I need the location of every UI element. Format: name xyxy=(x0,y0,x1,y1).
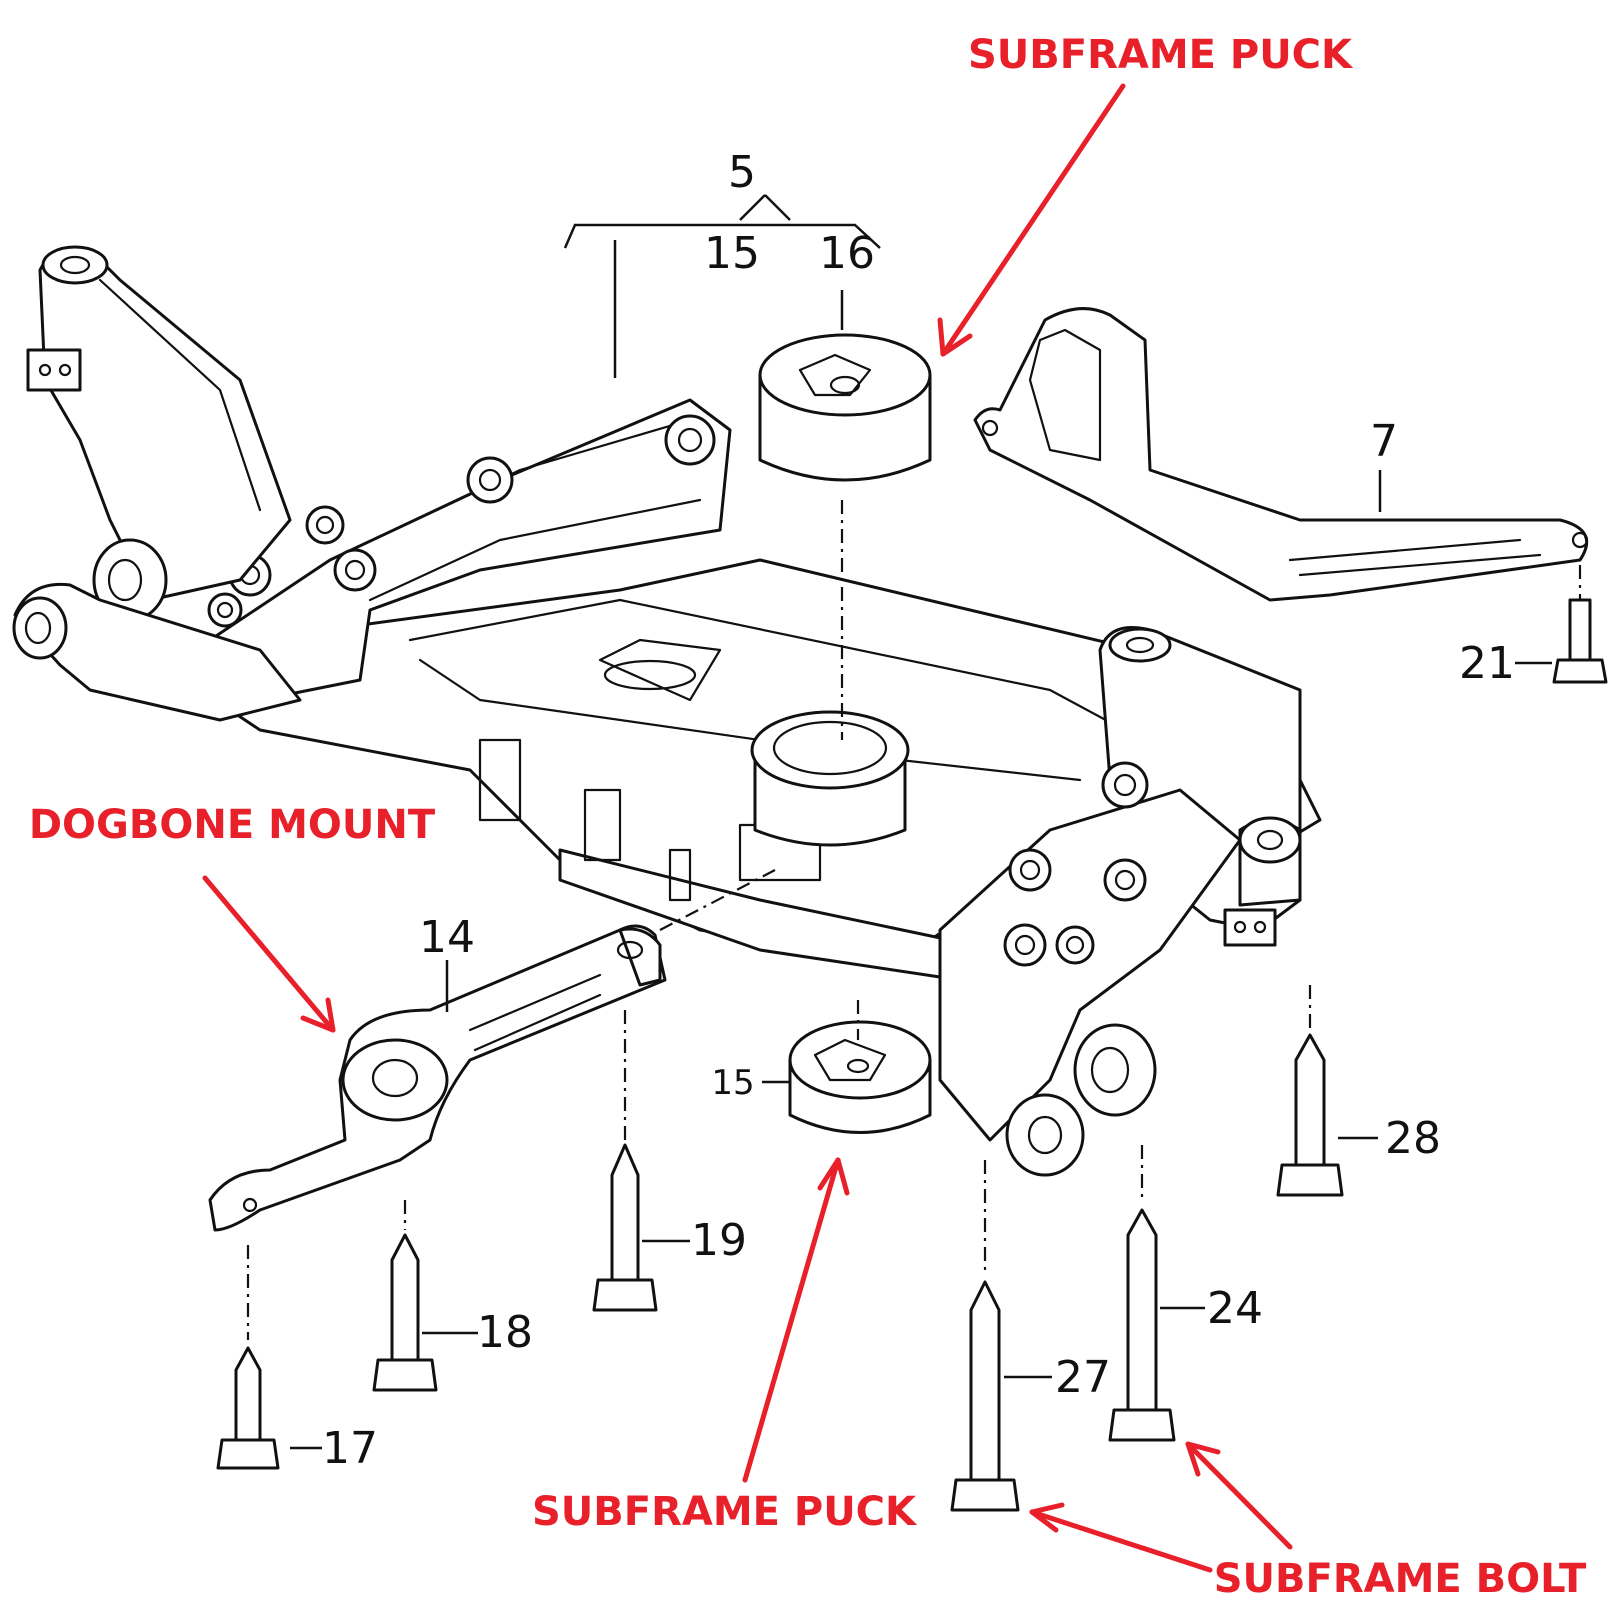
bolt-21 xyxy=(1515,565,1608,684)
callout-dogbone-mount: DOGBONE MOUNT xyxy=(29,802,436,1033)
arrow-icon xyxy=(742,1157,841,1483)
lower-subframe-puck xyxy=(762,1000,932,1134)
front-brace xyxy=(973,307,1589,602)
arrowhead-icon xyxy=(1029,1502,1065,1533)
callout-subframe-puck-bottom: SUBFRAME PUCK xyxy=(532,1157,918,1535)
bolt-27 xyxy=(950,1160,1052,1512)
arrowhead-icon xyxy=(937,317,973,357)
arrowhead-icon xyxy=(300,997,336,1033)
label-part-14: 14 xyxy=(419,912,475,963)
dogbone-mount xyxy=(208,869,776,1232)
label-part-7: 7 xyxy=(1370,416,1398,467)
arrow-icon xyxy=(202,875,336,1033)
label-part-18: 18 xyxy=(477,1307,533,1358)
bolt-24 xyxy=(1108,1145,1205,1442)
callout-text-subframe-puck-bottom: SUBFRAME PUCK xyxy=(532,1489,918,1535)
upper-subframe-puck xyxy=(758,333,932,740)
bolt-19 xyxy=(592,1010,690,1312)
subframe-bracket xyxy=(563,194,881,378)
bolt-17 xyxy=(216,1245,322,1470)
callout-subframe-puck-top: SUBFRAME PUCK xyxy=(937,32,1354,357)
label-part-24: 24 xyxy=(1207,1283,1263,1334)
callout-text-dogbone-mount: DOGBONE MOUNT xyxy=(29,802,436,848)
bolt-18 xyxy=(372,1200,478,1392)
arrow-icon xyxy=(940,83,1126,357)
label-part-15-bottom: 15 xyxy=(711,1063,754,1103)
callout-text-subframe-bolt: SUBFRAME BOLT xyxy=(1214,1556,1587,1602)
label-part-19: 19 xyxy=(691,1215,747,1266)
label-part-27: 27 xyxy=(1055,1352,1111,1403)
label-part-5: 5 xyxy=(728,147,756,198)
callout-text-subframe-puck-top: SUBFRAME PUCK xyxy=(968,32,1354,78)
subframe-body xyxy=(12,245,1322,1177)
arrowhead-icon xyxy=(1185,1441,1221,1477)
callout-subframe-bolt: SUBFRAME BOLT xyxy=(1029,1441,1587,1602)
label-part-21: 21 xyxy=(1459,638,1515,689)
arrow-icon xyxy=(1185,1441,1293,1550)
label-part-15-top: 15 xyxy=(704,228,760,279)
label-part-16: 16 xyxy=(819,228,875,279)
arrow-icon xyxy=(1029,1509,1213,1573)
label-part-28: 28 xyxy=(1385,1113,1441,1164)
arrowhead-icon xyxy=(817,1157,850,1196)
label-part-17: 17 xyxy=(322,1423,378,1474)
bolt-28 xyxy=(1276,985,1378,1197)
